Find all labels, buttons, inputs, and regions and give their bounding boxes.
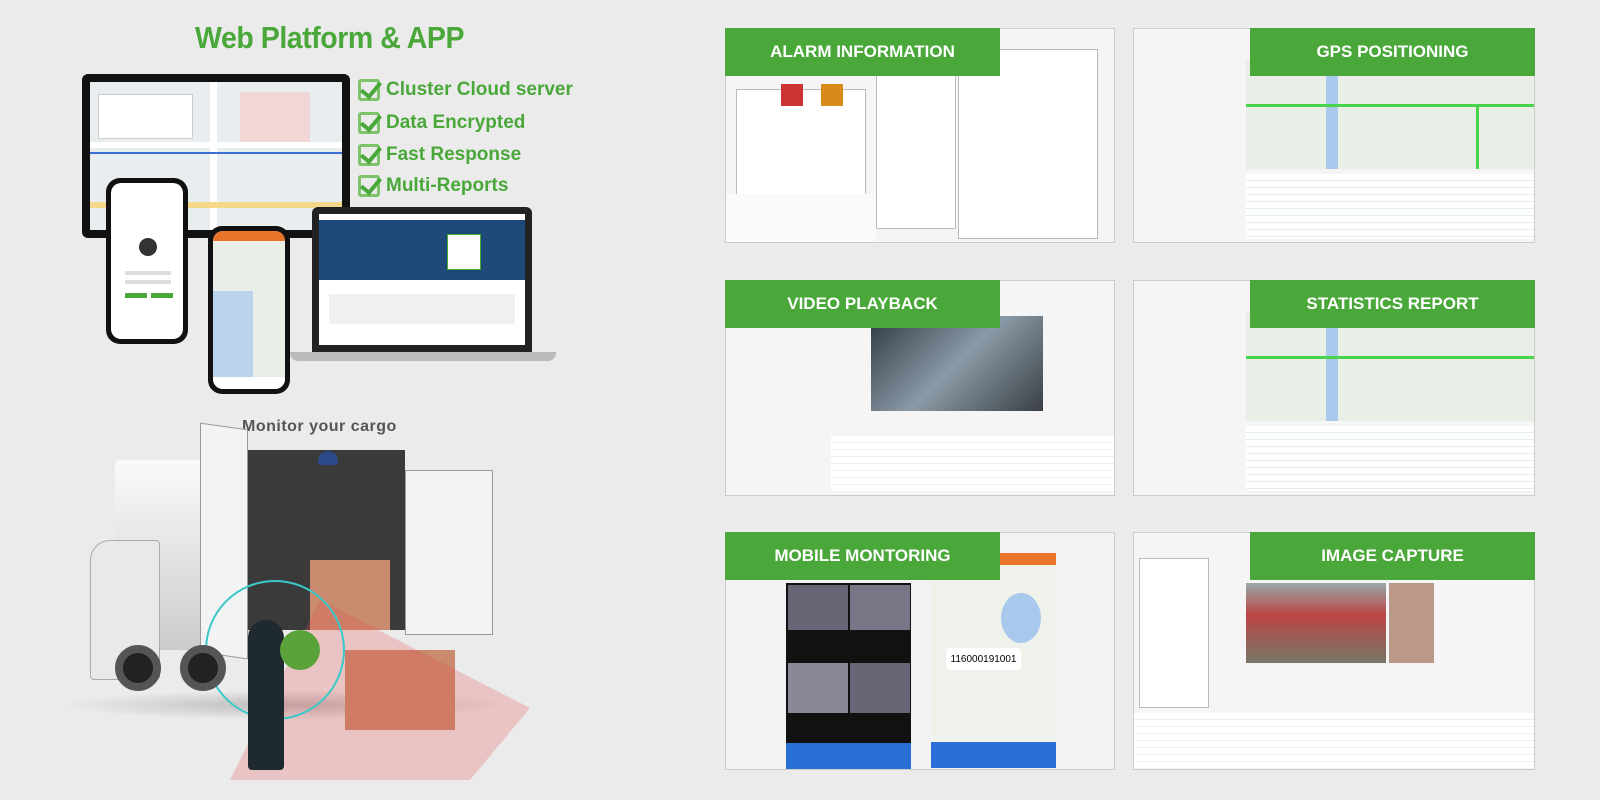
page-title: Web Platform & APP: [195, 20, 465, 55]
check-icon: [358, 79, 380, 101]
check-icon: [358, 144, 380, 166]
cargo-boxes-outside: [345, 650, 455, 730]
phone-login-image: [106, 178, 188, 344]
panel-image-capture[interactable]: [1133, 532, 1535, 770]
camera-icon: [318, 451, 338, 465]
feature-label: Fast Response: [386, 144, 522, 165]
feature-item: Cluster Cloud server: [358, 79, 573, 101]
feature-label: Data Encrypted: [386, 112, 526, 133]
cargo-caption: Monitor your cargo: [242, 418, 397, 435]
feature-item: Fast Response: [358, 144, 521, 166]
panel-label: MOBILE MONTORING: [725, 532, 1000, 580]
feature-label: Cluster Cloud server: [386, 79, 573, 100]
laptop-base: [290, 352, 556, 361]
truck-wheel: [180, 645, 226, 691]
thief-figure: [248, 620, 284, 770]
feature-label: Multi-Reports: [386, 175, 509, 196]
truck-wheel: [115, 645, 161, 691]
panel-statistics-report[interactable]: [1133, 280, 1535, 496]
laptop-image: [312, 207, 532, 352]
check-icon: [358, 175, 380, 197]
desktop-monitor-image: [82, 74, 350, 238]
check-icon: [358, 112, 380, 134]
panel-label: ALARM INFORMATION: [725, 28, 1000, 76]
feature-item: Data Encrypted: [358, 112, 525, 134]
loot-bag: [280, 630, 320, 670]
panel-label: VIDEO PLAYBACK: [725, 280, 1000, 328]
phone-map-image: [208, 226, 290, 394]
feature-item: Multi-Reports: [358, 175, 508, 197]
panel-label: STATISTICS REPORT: [1250, 280, 1535, 328]
panel-label: IMAGE CAPTURE: [1250, 532, 1535, 580]
right-door: [405, 470, 493, 635]
device-id-label: 116000191001: [946, 648, 1021, 670]
panel-label: GPS POSITIONING: [1250, 28, 1535, 76]
